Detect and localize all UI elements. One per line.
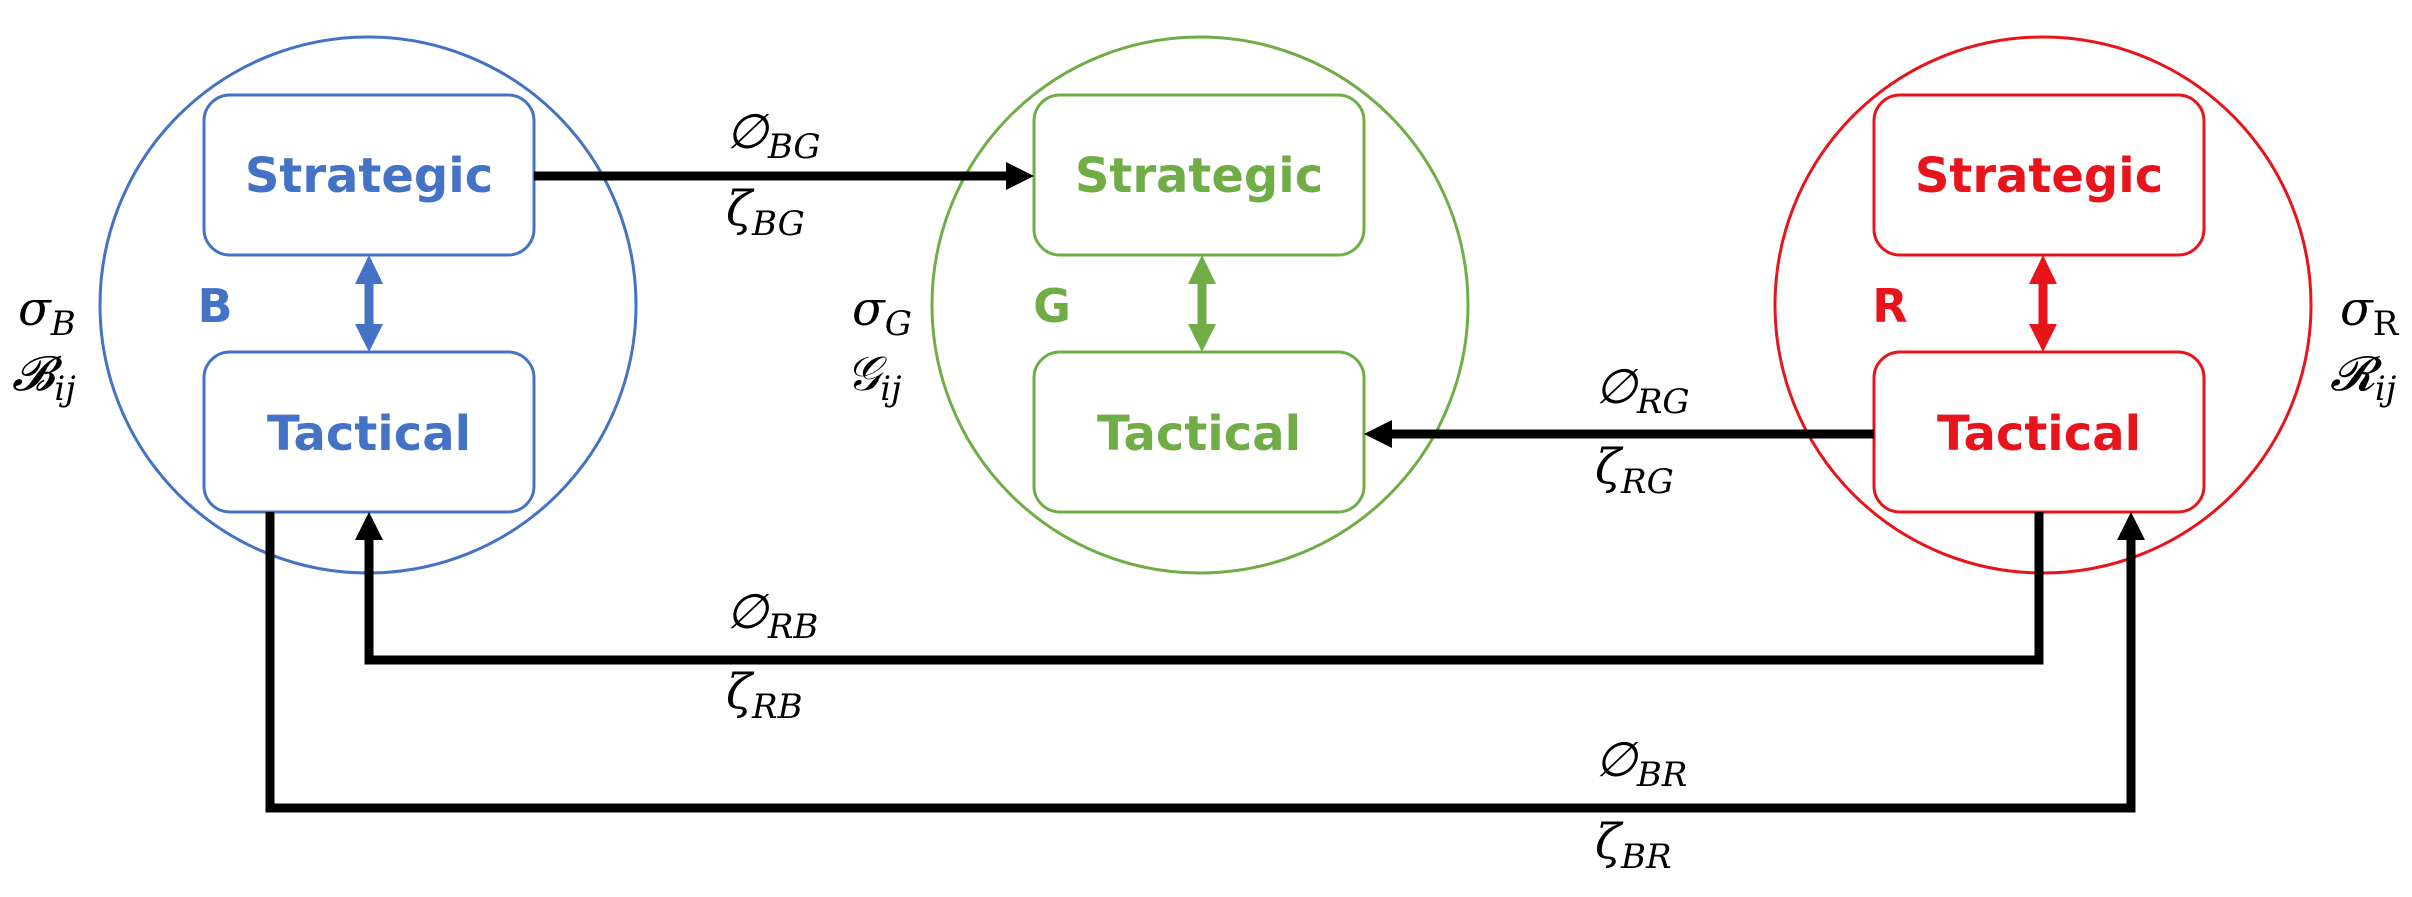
link-bg-zeta: ζBG bbox=[726, 181, 805, 244]
g-sigma-label: σG bbox=[852, 281, 912, 344]
b-internal-double-arrow bbox=[355, 255, 383, 352]
group-b: Strategic Tactical B σB 𝓑ij bbox=[12, 35, 638, 575]
link-bg: ∅BG ζBG bbox=[534, 104, 1034, 244]
g-strategic-label: Strategic bbox=[1075, 148, 1323, 204]
group-g: Strategic Tactical G σG 𝒢ij bbox=[846, 35, 1470, 575]
g-internal-double-arrow bbox=[1188, 255, 1216, 352]
link-br-phi: ∅BR bbox=[1595, 732, 1687, 795]
g-group-letter: G bbox=[1033, 279, 1071, 333]
b-set-label: 𝓑ij bbox=[12, 346, 76, 409]
link-rg-phi: ∅RG bbox=[1595, 359, 1690, 422]
link-rb: ∅RB ζRB bbox=[355, 512, 2044, 727]
link-bg-phi: ∅BG bbox=[726, 104, 821, 167]
g-set-label: 𝒢ij bbox=[846, 346, 902, 409]
link-rb-phi: ∅RB bbox=[726, 584, 818, 647]
r-sigma-label: σR bbox=[2340, 281, 2400, 344]
r-set-label: 𝓡ij bbox=[2330, 346, 2397, 409]
g-strategic-box bbox=[1032, 93, 1366, 257]
link-br: ∅BR ζBR bbox=[265, 512, 2145, 877]
r-strategic-label: Strategic bbox=[1915, 148, 2163, 204]
r-internal-double-arrow bbox=[2029, 255, 2057, 352]
link-br-zeta: ζBR bbox=[1595, 814, 1672, 877]
r-group-letter: R bbox=[1872, 279, 1907, 333]
link-rb-zeta: ζRB bbox=[726, 664, 803, 727]
r-strategic-box bbox=[1872, 93, 2206, 257]
b-group-letter: B bbox=[197, 279, 232, 333]
r-tactical-label: Tactical bbox=[1937, 406, 2141, 462]
g-tactical-label: Tactical bbox=[1097, 406, 1301, 462]
g-tactical-box bbox=[1032, 350, 1366, 514]
group-g-circle bbox=[930, 35, 1470, 575]
b-tactical-label: Tactical bbox=[267, 406, 471, 462]
link-rg: ∅RG ζRG bbox=[1364, 359, 1874, 502]
link-rg-zeta: ζRG bbox=[1595, 439, 1674, 502]
group-r: Strategic Tactical R σR 𝓡ij bbox=[1773, 35, 2400, 575]
b-sigma-label: σB bbox=[18, 281, 76, 344]
b-strategic-label: Strategic bbox=[245, 148, 493, 204]
